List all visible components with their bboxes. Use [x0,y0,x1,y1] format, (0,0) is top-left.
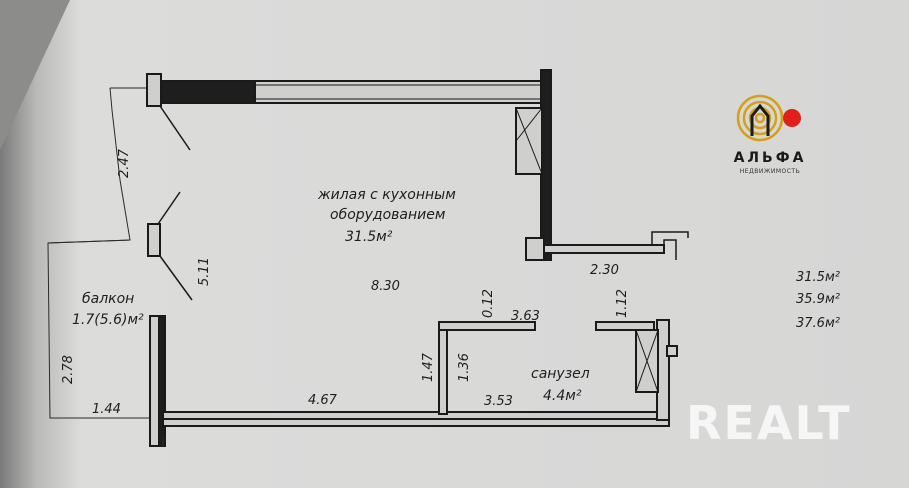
brand-name: АЛЬФА [733,150,807,166]
dim-1-36: 1.36 [457,353,472,382]
realt-watermark: REALT [686,396,852,450]
area-summary-total: 35.9м² [796,292,840,307]
balcony-label: балкон [82,291,134,307]
top-left-pillar [146,73,162,107]
page-shadow [0,0,70,150]
dim-1-44: 1.44 [92,402,121,417]
dim-0-12: 0.12 [481,289,496,318]
brand-logo-icon [736,94,801,142]
dim-8-30: 8.30 [371,279,400,294]
area-summary-living: 31.5м² [796,270,840,285]
main-room-line2: оборудованием [330,207,446,223]
dim-4-67: 4.67 [308,393,338,408]
dimension-labels: 2.47 5.11 8.30 0.12 3.63 2.30 1.12 1.47 … [61,148,630,417]
area-summary-with-balcony: 37.6м² [796,316,840,331]
dim-1-47: 1.47 [421,352,436,382]
bath-partition-horizontal [438,321,536,331]
main-room-line1: жилая с кухонным [317,187,456,203]
dim-5-11: 5.11 [197,257,212,286]
bathroom-label: санузел [531,366,590,382]
dim-2-47: 2.47 [117,148,132,178]
left-door-swing-bottom [159,255,193,301]
bath-partition-vertical [438,321,448,415]
left-door-swing-top [159,105,191,151]
lower-right-wall [543,244,665,254]
area-summary: 31.5м² 35.9м² 37.6м² [796,270,840,331]
brand-dot-icon [783,109,801,127]
room-labels: жилая с кухонным оборудованием 31.5м² ба… [72,187,590,404]
dim-3-63: 3.63 [511,309,540,324]
left-door-swing-mid [157,191,181,225]
bathroom-area: 4.4м² [543,388,582,404]
dim-1-12: 1.12 [615,289,630,318]
dim-2-30: 2.30 [590,263,619,278]
balcony-outline [47,87,164,446]
brand-subtitle: НЕДВИЖИМОСТЬ [739,168,801,175]
dim-3-53: 3.53 [484,394,513,409]
top-wall-solid [159,80,256,104]
main-room-area: 31.5м² [345,229,393,245]
dim-2-78: 2.78 [61,355,76,384]
walls [146,69,689,447]
balcony-area: 1.7(5.6)м² [72,312,144,328]
